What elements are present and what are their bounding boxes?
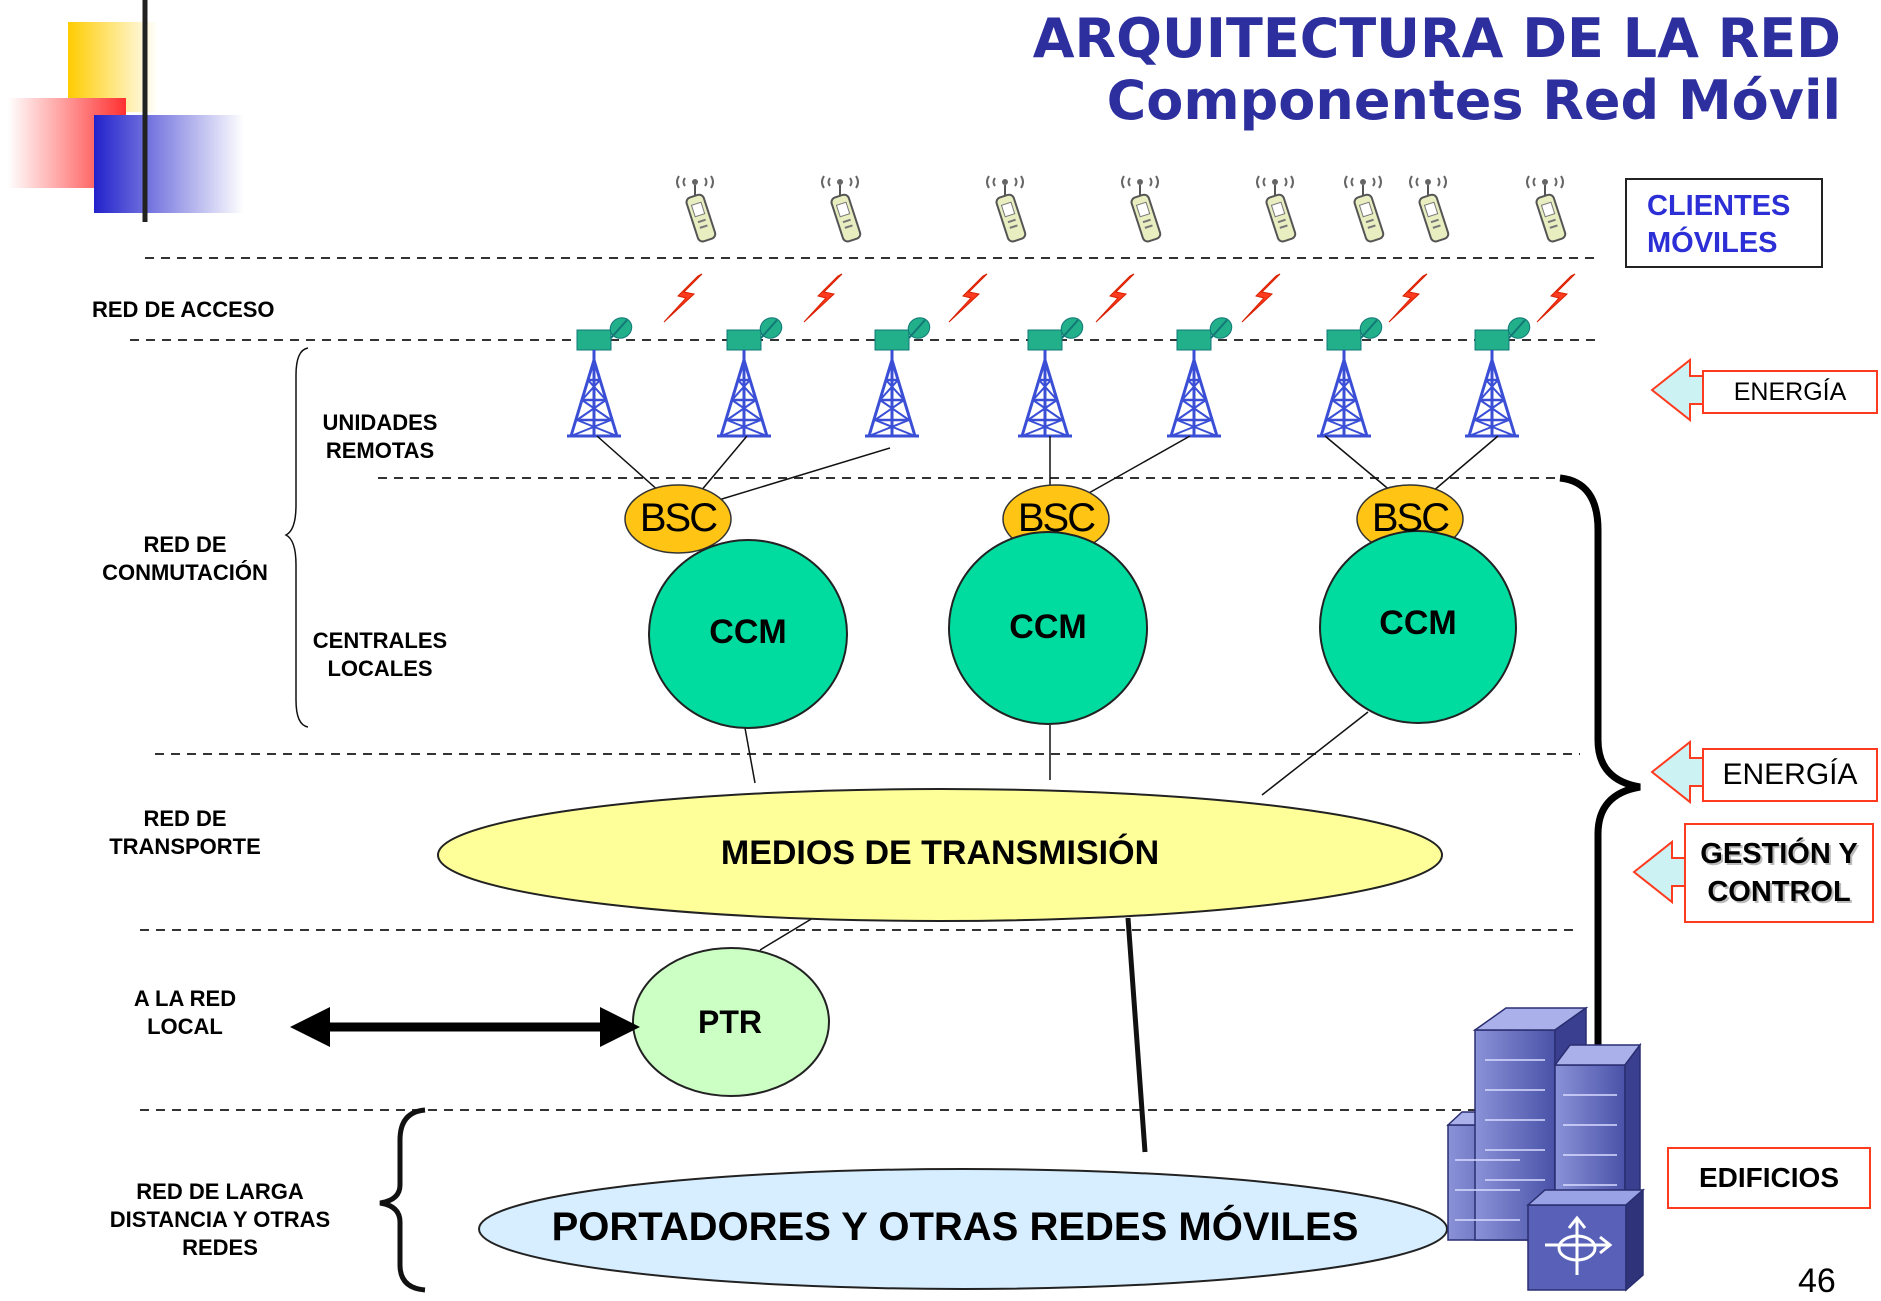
mobile-phone-icon — [676, 175, 718, 244]
tower-icon — [1315, 312, 1388, 438]
clientes-moviles-box: CLIENTES MÓVILES — [1625, 178, 1823, 268]
ccm-node — [1319, 530, 1517, 724]
ptr-node — [632, 947, 830, 1097]
bsc-label: BSC — [1371, 496, 1450, 540]
radio-links — [663, 273, 1576, 323]
label-red-acceso: RED DE ACCESO — [92, 297, 275, 322]
lightning-icon — [948, 273, 988, 323]
tower-icon — [1463, 312, 1536, 438]
portadores-label: PORTADORES Y OTRAS REDES MÓVILES — [551, 1205, 1359, 1249]
trunk-line — [1125, 917, 1148, 1153]
larga-distancia-brace — [379, 1107, 426, 1293]
portadores-ellipse — [478, 1168, 1448, 1290]
energia-box: ENERGÍA — [1702, 748, 1878, 802]
tower-icon — [715, 312, 788, 438]
mobile-phone-icon — [986, 175, 1028, 244]
tower-icon — [565, 312, 638, 438]
lightning-icon — [803, 273, 843, 323]
label-unidades-remotas: UNIDADES REMOTAS — [322, 410, 438, 463]
ccm-node — [648, 539, 848, 729]
title-line-2: Componentes Red Móvil — [1106, 69, 1841, 132]
ptr-label: PTR — [698, 1004, 762, 1040]
tower-icon — [1165, 312, 1238, 438]
ccm-node — [948, 531, 1148, 725]
lightning-icon — [1536, 273, 1576, 323]
transmision-ellipse — [437, 788, 1443, 922]
title-line-1: ARQUITECTURA DE LA RED — [1032, 7, 1841, 70]
buildings-icon — [1446, 1006, 1645, 1292]
bsc-node — [624, 484, 732, 554]
lightning-icon — [1241, 273, 1281, 323]
base-stations — [565, 312, 1536, 438]
gestion-brace — [1559, 474, 1641, 1104]
ccm-nodes — [648, 530, 1517, 729]
tower-icon — [1016, 312, 1089, 438]
corner-decoration — [8, 0, 1600, 222]
ccm-label: CCM — [709, 613, 787, 651]
mobile-phone-icon — [1344, 175, 1386, 244]
gestion-control-box: GESTIÓN Y CONTROL — [1684, 823, 1874, 923]
mobile-phone-icon — [1121, 175, 1163, 244]
mobile-phone-icon — [1409, 175, 1451, 244]
mobile-phone-icon — [821, 175, 863, 244]
energia-box: ENERGÍA — [1702, 370, 1878, 414]
ccm-label: CCM — [1009, 608, 1087, 646]
mobile-phone-icon — [1526, 175, 1568, 244]
ccm-label: CCM — [1379, 604, 1457, 642]
transmision-label: MEDIOS DE TRANSMISIÓN — [720, 834, 1160, 872]
label-red-conmutacion: RED DE CONMUTACIÓN — [102, 532, 268, 585]
label-a-la-red-local: A LA RED LOCAL — [133, 986, 237, 1039]
conmutacion-brace — [284, 347, 309, 728]
mobile-clients — [676, 175, 1568, 244]
page-number: 46 — [1798, 1262, 1836, 1300]
label-red-transporte: RED DE TRANSPORTE — [109, 806, 261, 859]
edificios-box: EDIFICIOS — [1667, 1147, 1871, 1209]
label-centrales-locales: CENTRALES LOCALES — [312, 628, 448, 681]
lightning-icon — [1388, 273, 1428, 323]
tower-icon — [863, 312, 936, 438]
lightning-icon — [1095, 273, 1135, 323]
bsc-label: BSC — [1017, 496, 1096, 540]
label-red-larga-distancia: RED DE LARGA DISTANCIA Y OTRAS REDES — [109, 1179, 331, 1260]
lightning-icon — [663, 273, 703, 323]
local-network-arrow — [290, 1007, 640, 1047]
mobile-phone-icon — [1256, 175, 1298, 244]
bsc-label: BSC — [639, 496, 718, 540]
page-title: ARQUITECTURA DE LA RED Componentes Red M… — [1033, 8, 1841, 132]
